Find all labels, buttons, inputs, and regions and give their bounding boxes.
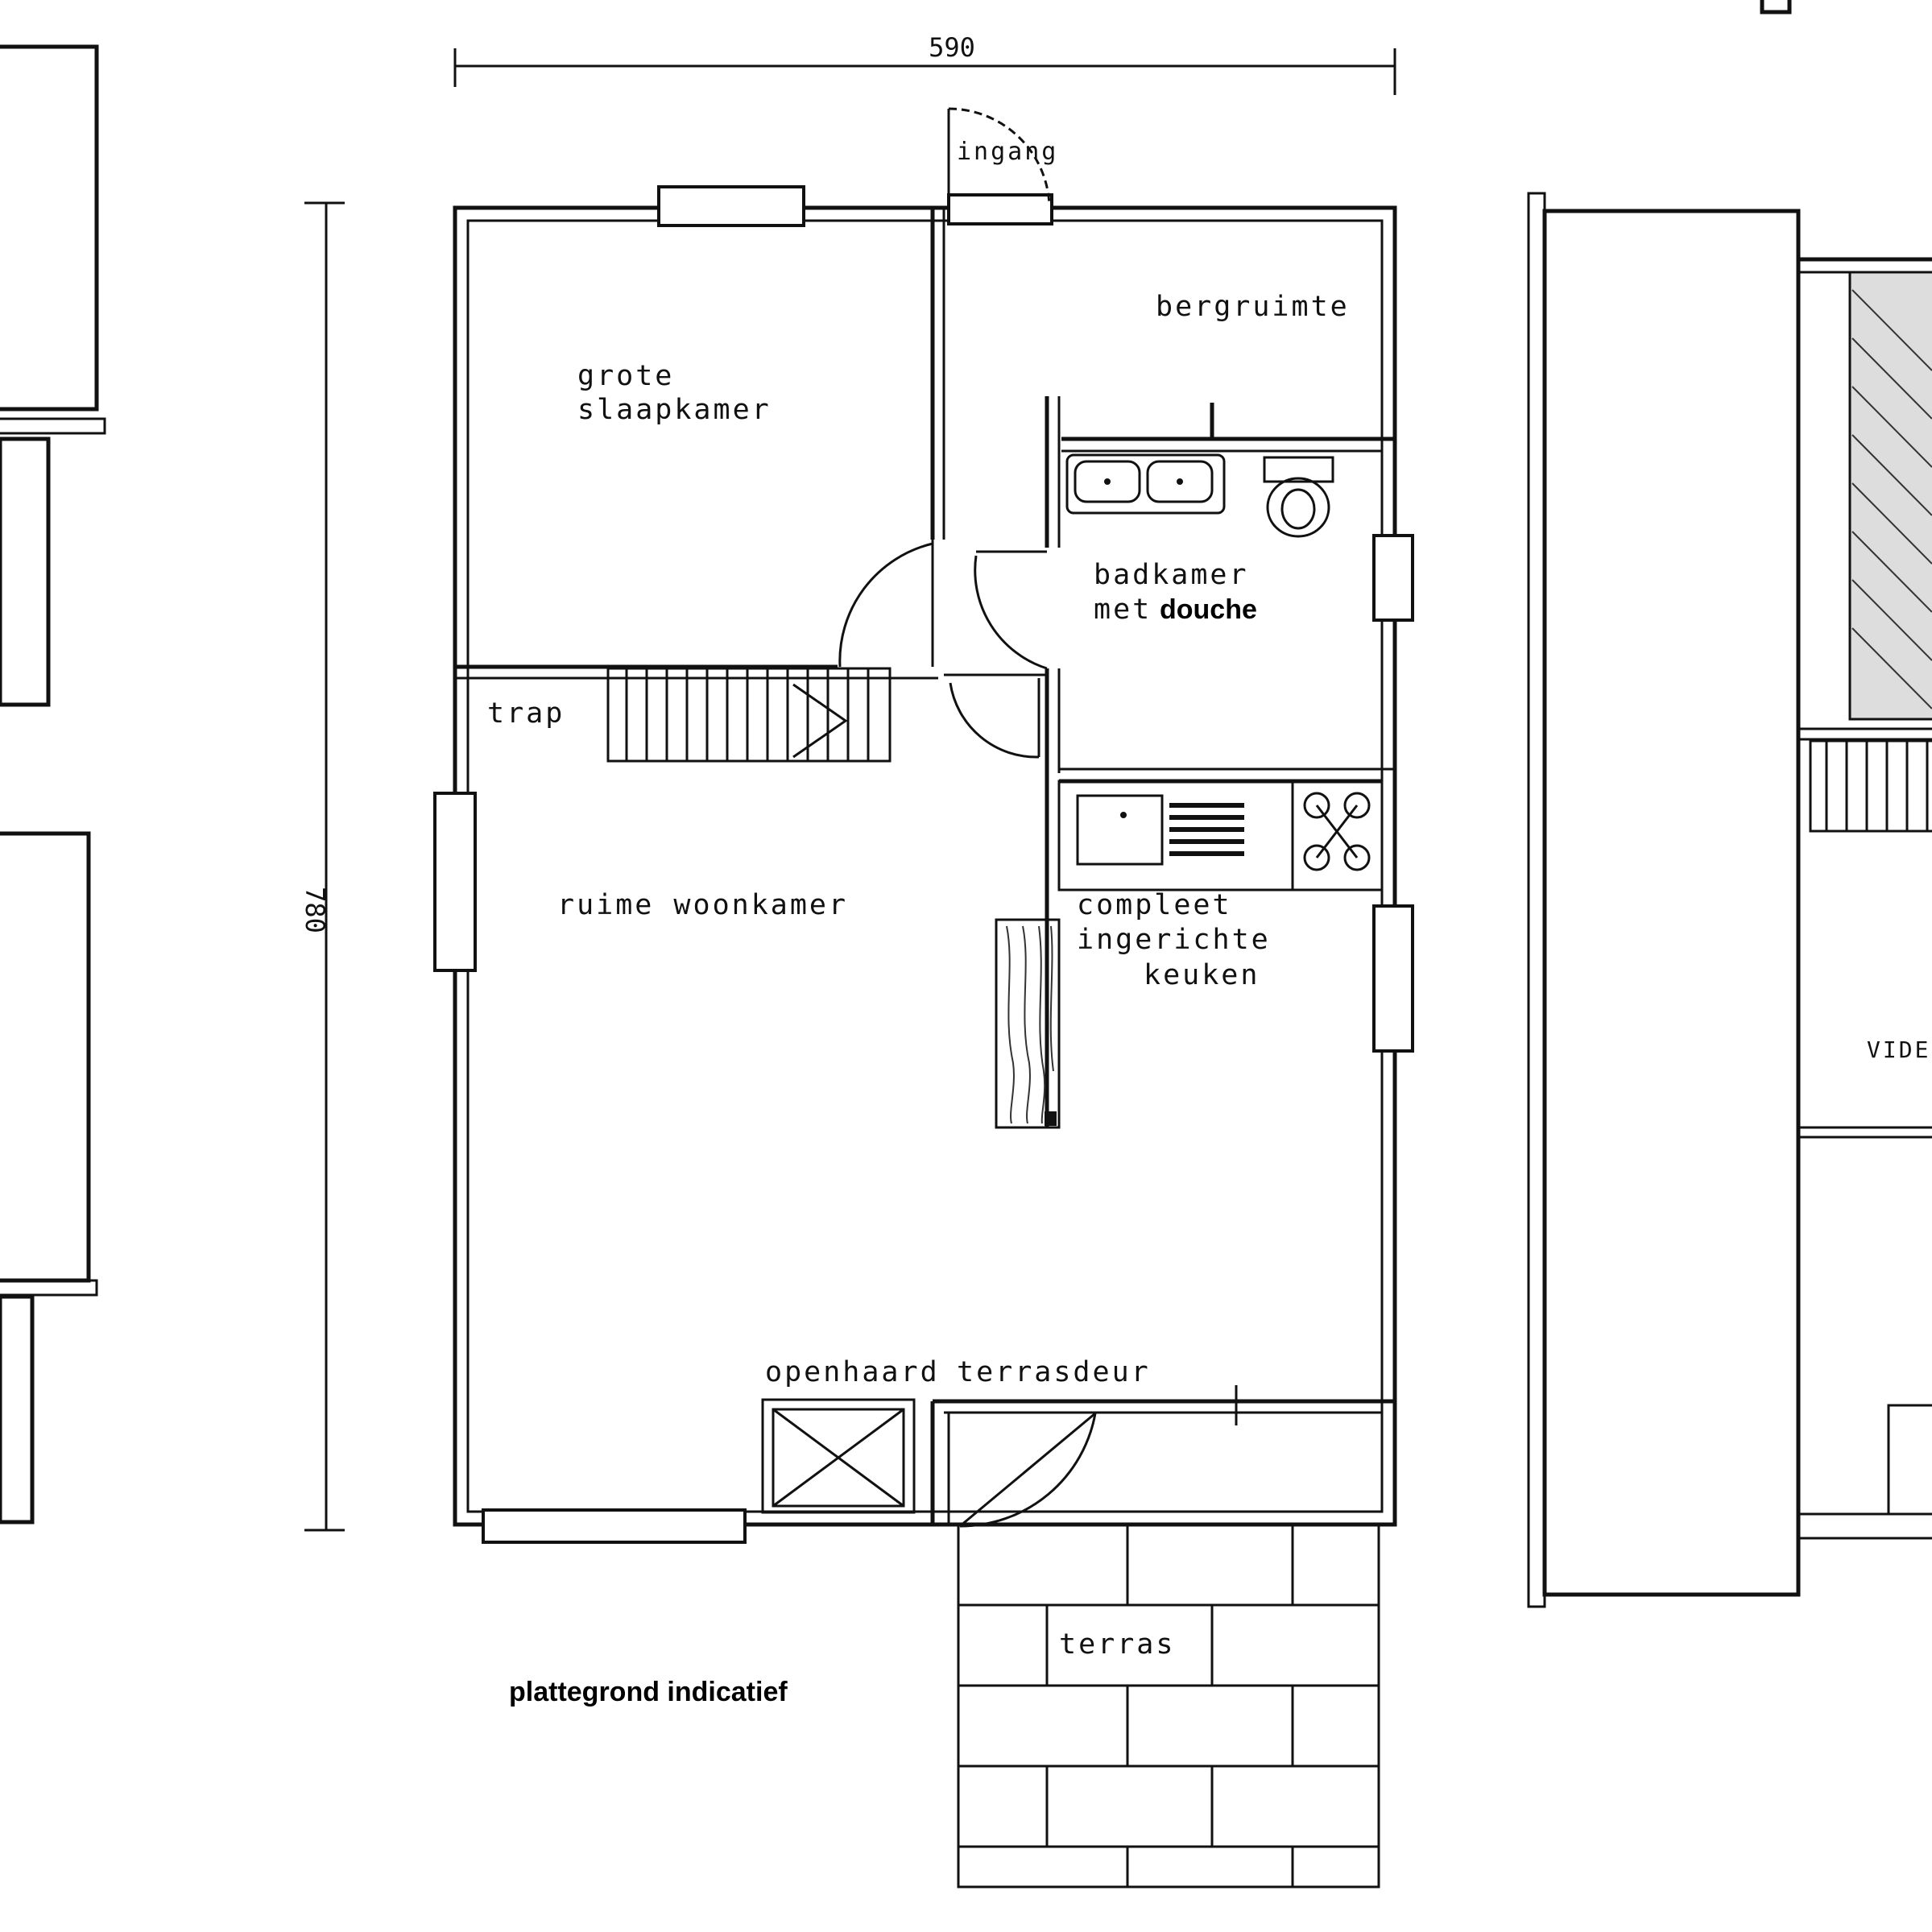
stairs	[606, 667, 892, 763]
right-adjacent-plan: VIDE	[1527, 0, 1932, 1608]
interior-doors	[838, 540, 1097, 1528]
kitchen-label-line2: ingerichte	[1077, 924, 1271, 956]
fireplace	[761, 1398, 916, 1514]
wood-column	[995, 918, 1061, 1129]
width-dimension: 590	[453, 32, 1396, 95]
left-adjacent-plan	[0, 44, 106, 1525]
bathroom-fixtures	[1065, 453, 1334, 538]
entrance-door	[947, 107, 1051, 208]
kitchen-counter	[1057, 780, 1384, 892]
depth-dimension: 780	[300, 201, 345, 1532]
bathroom-label-met: met	[1094, 594, 1152, 626]
room-labels: ingang bergruimte grote slaapkamer badka…	[487, 138, 1350, 1661]
fireplace-label: openhaard	[765, 1356, 940, 1388]
kitchen-label-line1: compleet	[1077, 889, 1232, 921]
storage-label: bergruimte	[1156, 291, 1350, 323]
width-dimension-label: 590	[929, 32, 975, 63]
terrace-label: terras	[1059, 1628, 1175, 1661]
bathroom-label-douche: douche	[1160, 594, 1257, 625]
terrace-tiles	[957, 1523, 1380, 1889]
plan-note: plattegrond indicatief	[509, 1677, 788, 1707]
depth-dimension-label: 780	[300, 887, 330, 933]
bathroom-label-line1: badkamer	[1094, 559, 1249, 591]
stairs-label: trap	[487, 697, 565, 730]
void-label: VIDE	[1867, 1036, 1930, 1063]
windows	[433, 185, 1414, 1544]
entrance-label: ingang	[957, 138, 1058, 166]
kitchen-label-line3: keuken	[1144, 959, 1260, 991]
terrace-door-label: terrasdeur	[957, 1356, 1151, 1388]
living-room-label: ruime woonkamer	[557, 889, 848, 921]
interior-walls	[455, 208, 1395, 1525]
bedroom-label-line1: grote	[577, 360, 674, 392]
bedroom-label-line2: slaapkamer	[577, 394, 772, 426]
